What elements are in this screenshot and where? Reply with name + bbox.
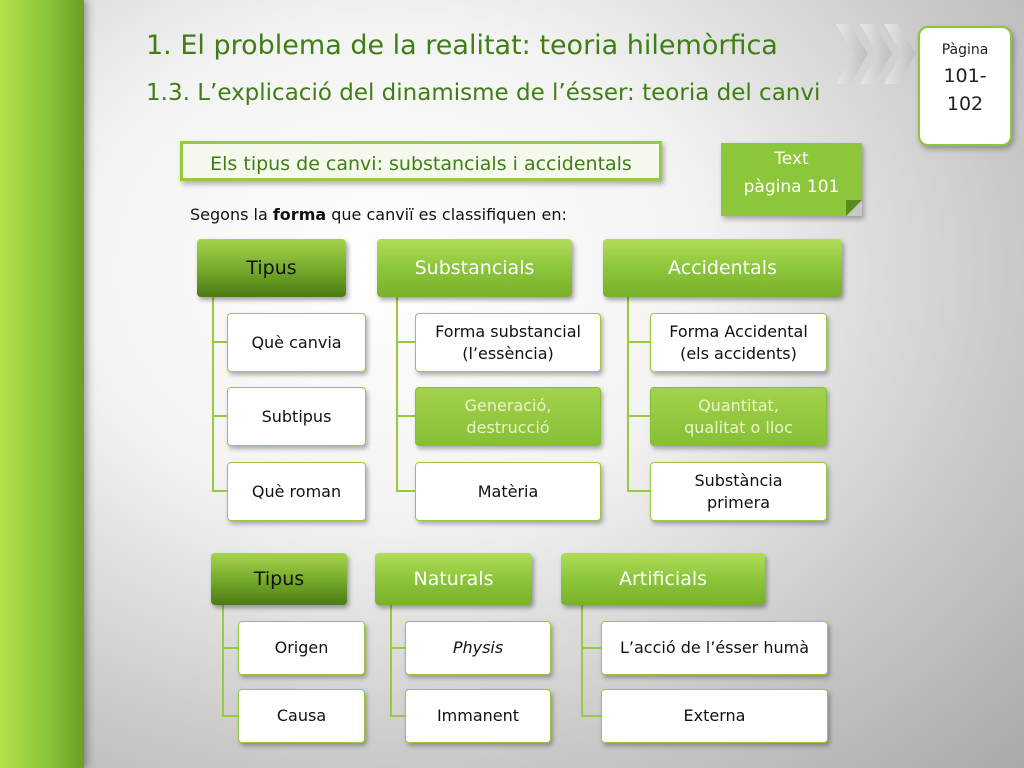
connector [627,297,629,492]
left-accent-bar [0,0,84,768]
connector [390,647,406,649]
connector [396,415,416,417]
section-label: Els tipus de canvi: substancials i accid… [180,141,662,181]
connector [212,490,228,492]
diagram2-header-naturals: Naturals [375,553,532,605]
intro-before: Segons la [190,205,273,224]
connector [390,605,392,717]
text-note-label: Text pàgina 101 [743,149,840,197]
connector [222,647,239,649]
slide-title: 1. El problema de la realitat: teoria hi… [146,30,778,61]
chevrons-icon [836,24,916,84]
diagram2-naturals-item: Immanent [405,689,551,743]
diagram2-header-tipus: Tipus [211,553,347,605]
diagram1-tipus-item: Subtipus [227,387,366,446]
diagram1-accidentals-item: Forma Accidental (els accidents) [650,313,827,372]
page-label: Pàgina [941,42,989,58]
diagram1-tipus-item: Què roman [227,462,366,521]
connector [396,341,416,343]
connector [396,490,416,492]
diagram1-substancials-item: Matèria [415,462,601,521]
diagram1-accidentals-item: Substància primera [650,462,827,521]
diagram2-tipus-item: Origen [238,621,365,675]
intro-bold: forma [272,205,327,224]
diagram1-header-tipus: Tipus [197,239,346,297]
intro-after: que canviï es classifiquen en: [326,205,567,224]
connector [627,341,651,343]
slide-subtitle: 1.3. L’explicació del dinamisme de l’éss… [146,80,821,106]
diagram2-naturals-item: Physis [405,621,551,675]
intro-text: Segons la forma que canviï es classifiqu… [190,205,567,224]
diagram2-artificials-item: L’acció de l’ésser humà [601,621,828,675]
diagram1-substancials-item: Generació, destrucció [415,387,601,446]
connector [627,490,651,492]
connector [581,647,602,649]
diagram1-header-accidentals: Accidentals [603,239,842,297]
diagram1-substancials-item: Forma substancial (l’essència) [415,313,601,372]
diagram2-artificials-item: Externa [601,689,828,743]
connector [581,605,583,717]
connector [581,715,602,717]
connector [390,715,406,717]
connector [212,415,228,417]
connector [222,715,239,717]
connector [212,341,228,343]
diagram1-accidentals-item: Quantitat, qualitat o lloc [650,387,827,446]
connector [212,297,214,492]
connector [222,605,224,717]
connector [627,415,651,417]
diagram2-header-artificials: Artificials [561,553,765,605]
page-numbers: 101- 102 [943,65,987,115]
text-note: Text pàgina 101 [721,143,862,216]
diagram2-tipus-item: Causa [238,689,365,743]
diagram1-tipus-item: Què canvia [227,313,366,372]
diagram1-header-substancials: Substancials [377,239,572,297]
connector [396,297,398,492]
page-reference-box: Pàgina 101- 102 [918,26,1012,146]
